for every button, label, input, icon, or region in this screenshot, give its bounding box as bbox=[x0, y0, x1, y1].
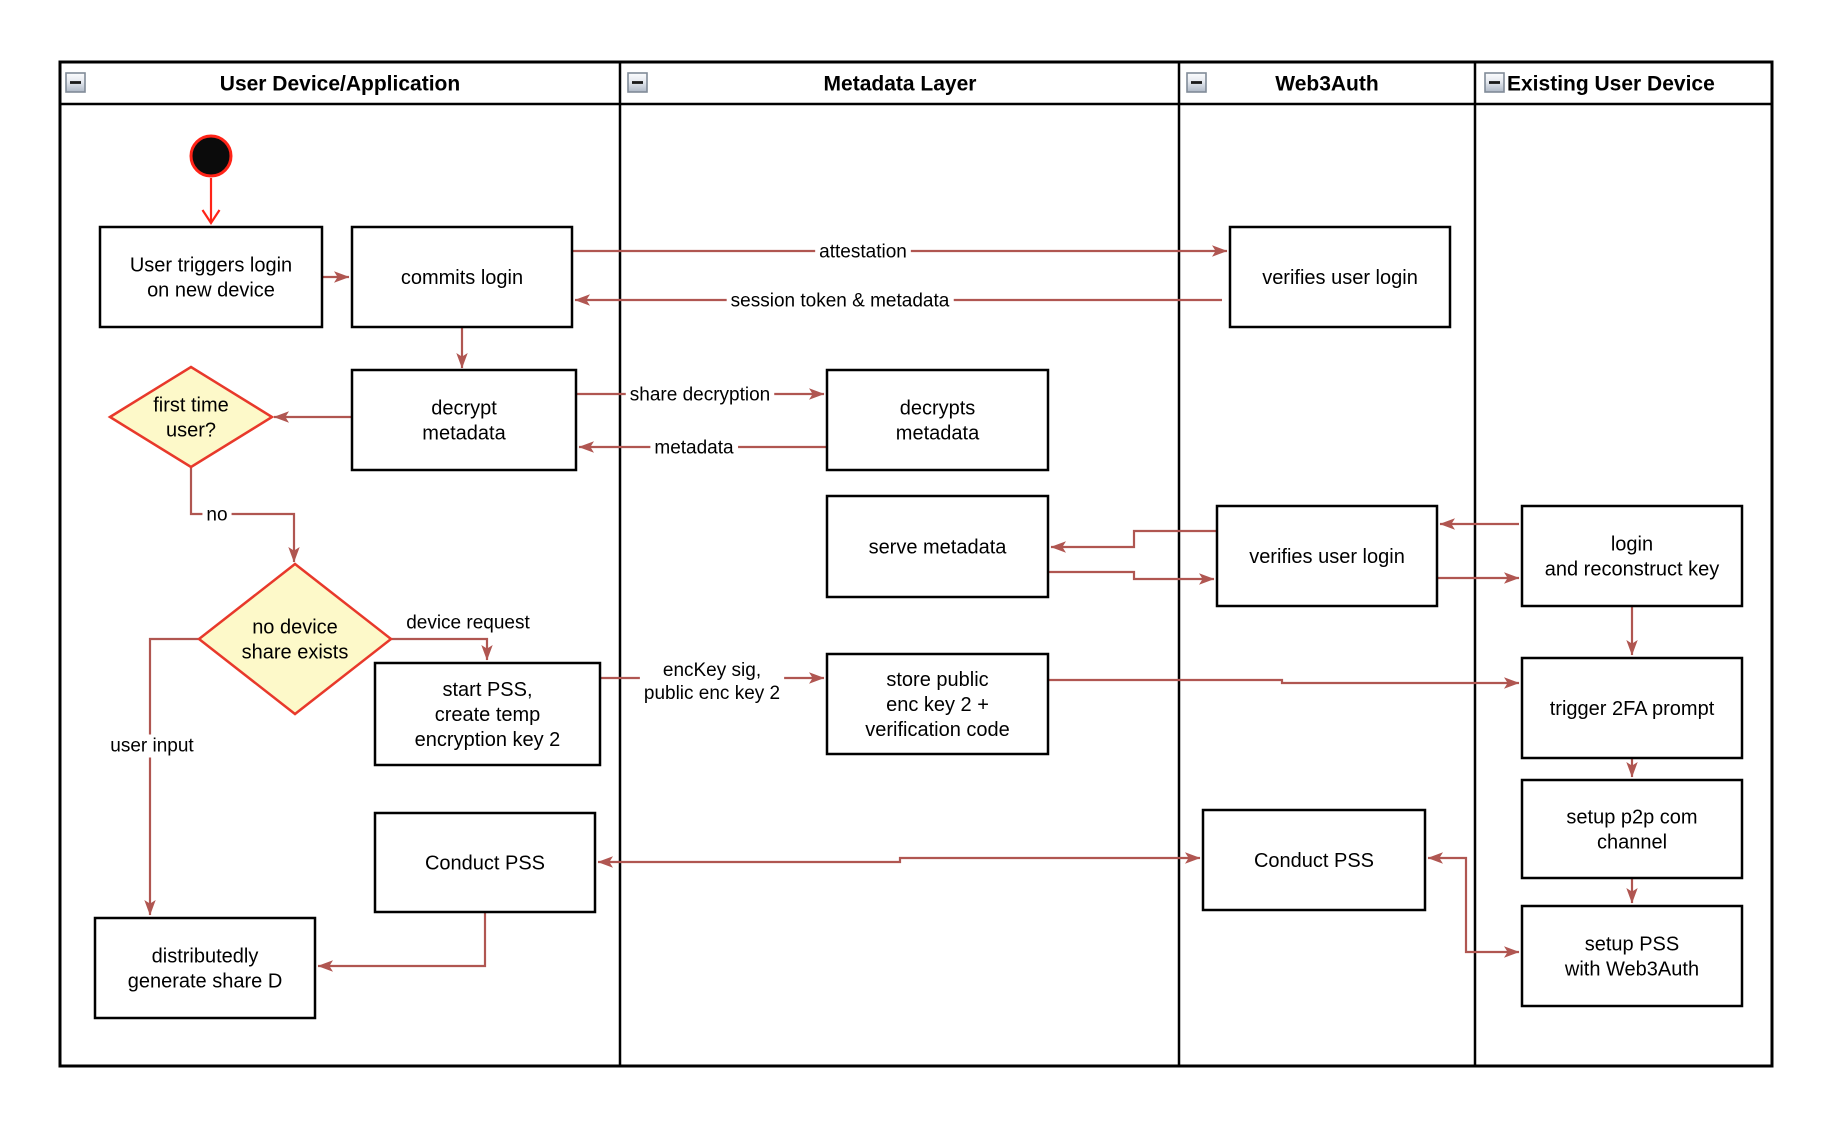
node-label: trigger 2FA prompt bbox=[1550, 698, 1715, 720]
edge-conduct-pss-link[interactable] bbox=[597, 852, 1201, 868]
edge-label-device-request: device request bbox=[402, 611, 535, 635]
edge-serve-to-verify-mid[interactable] bbox=[1048, 570, 1215, 585]
svg-text:attestation: attestation bbox=[819, 242, 907, 263]
node-conduct-pss-user-device[interactable]: Conduct PSS bbox=[373, 811, 597, 914]
lane-title: Existing User Device bbox=[1507, 73, 1715, 96]
node-serve-metadata[interactable]: serve metadata bbox=[825, 494, 1050, 599]
edge-conduct-to-distributedly-generate[interactable] bbox=[317, 912, 487, 972]
svg-text:no: no bbox=[206, 505, 227, 526]
edge-device-request[interactable] bbox=[391, 637, 493, 661]
lane-title: User Device/Application bbox=[220, 73, 460, 96]
node-verifies-user-login-top[interactable]: verifies user login bbox=[1228, 225, 1452, 329]
edge-conduct-setup-pss-link[interactable] bbox=[1427, 852, 1520, 958]
collapse-minus-icon[interactable] bbox=[1484, 72, 1505, 93]
edge-store-to-trigger-2fa[interactable] bbox=[1048, 677, 1520, 689]
node-label: Conduct PSS bbox=[1254, 850, 1374, 872]
collapse-minus-icon[interactable] bbox=[65, 72, 86, 93]
svg-text:device request: device request bbox=[406, 613, 530, 634]
node-label: Conduct PSS bbox=[425, 853, 545, 875]
svg-text:session token & metadata: session token & metadata bbox=[731, 291, 950, 312]
edge-label-layer: attestation session token & metadata share… bbox=[106, 240, 954, 758]
edge-label-user-input: user input bbox=[106, 734, 199, 758]
start-node-icon[interactable] bbox=[189, 134, 233, 178]
lane-header-existing-user-device: Existing User Device bbox=[1484, 72, 1715, 96]
lane-header-user-device-application: User Device/Application bbox=[65, 72, 460, 96]
svg-text:metadata: metadata bbox=[654, 438, 734, 459]
collapse-minus-icon[interactable] bbox=[627, 72, 648, 93]
edge-label-enckey-sig-public-enc-key-2: encKey sig,public enc key 2 bbox=[639, 659, 785, 705]
svg-text:user input: user input bbox=[110, 736, 194, 757]
open-arrowhead-icon bbox=[201, 209, 221, 226]
edge-label-share-decryption: share decryption bbox=[625, 383, 775, 407]
edge-label-session-token-metadata: session token & metadata bbox=[726, 289, 954, 313]
svg-text:share decryption: share decryption bbox=[630, 385, 770, 406]
node-commits-login[interactable]: commits login bbox=[350, 225, 574, 329]
lane-header-web3auth: Web3Auth bbox=[1186, 72, 1379, 96]
node-trigger-2fa-prompt[interactable]: trigger 2FA prompt bbox=[1520, 656, 1744, 760]
edge-label-no-branch: no bbox=[202, 503, 232, 527]
node-label: verifies user login bbox=[1262, 267, 1418, 289]
node-label: verifies user login bbox=[1249, 546, 1405, 568]
lane-title: Metadata Layer bbox=[824, 73, 977, 96]
edge-label-metadata-return: metadata bbox=[650, 436, 739, 460]
edge-label-attestation: attestation bbox=[815, 240, 911, 264]
node-start-node[interactable] bbox=[189, 134, 233, 178]
lane-title: Web3Auth bbox=[1275, 73, 1378, 96]
lane-header-metadata-layer: Metadata Layer bbox=[627, 72, 977, 96]
svg-text:encKey sig,public enc key 2: encKey sig,public enc key 2 bbox=[644, 660, 780, 704]
edge-user-input[interactable] bbox=[144, 637, 199, 916]
node-label: serve metadata bbox=[869, 537, 1008, 559]
edge-no-branch[interactable] bbox=[189, 467, 300, 563]
node-label: commits login bbox=[401, 267, 523, 289]
node-verifies-user-login-mid[interactable]: verifies user login bbox=[1215, 504, 1439, 608]
collapse-minus-icon[interactable] bbox=[1186, 72, 1207, 93]
edge-verify-mid-to-serve[interactable] bbox=[1050, 529, 1217, 553]
node-conduct-pss-web3auth[interactable]: Conduct PSS bbox=[1201, 808, 1427, 912]
